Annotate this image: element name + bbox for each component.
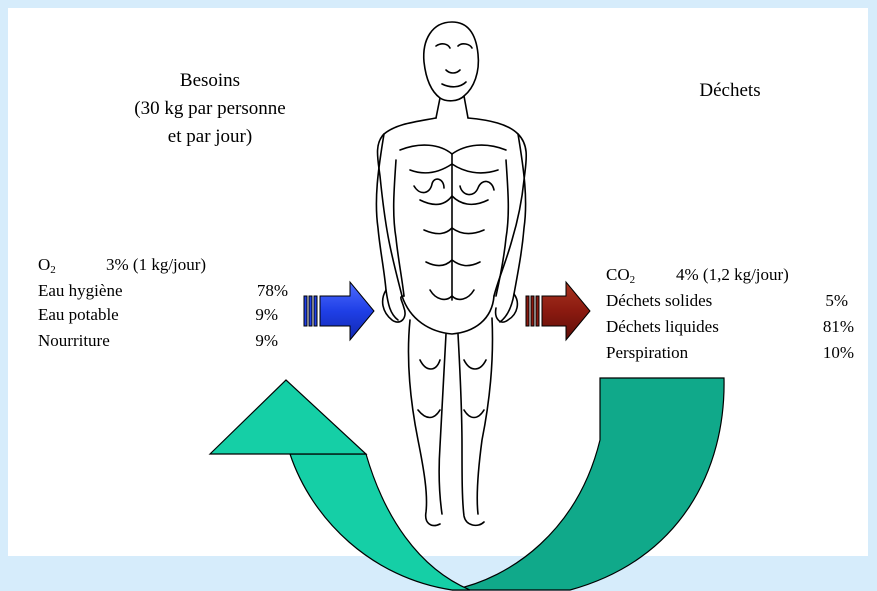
input-arrow [304, 282, 374, 340]
dechets-item-value: 81% [823, 316, 854, 338]
o2-formula: O2 [38, 254, 56, 281]
co2-formula: CO2 [606, 264, 635, 291]
besoins-item-value: 78% [257, 280, 288, 302]
besoins-subtitle-line2: et par jour) [100, 126, 320, 148]
dechets-item-label: Déchets solides [606, 290, 712, 312]
besoins-item-value: 9% [255, 304, 278, 326]
o2-value: 3% (1 kg/jour) [106, 254, 206, 276]
list-item: Perspiration 10% [606, 342, 854, 364]
list-item: Déchets liquides 81% [606, 316, 854, 338]
list-item: Nourriture 9% [38, 330, 278, 352]
co2-value: 4% (1,2 kg/jour) [676, 264, 789, 286]
human-figure [376, 22, 526, 526]
besoins-item-label: Eau potable [38, 304, 119, 326]
besoins-item-value: 9% [255, 330, 278, 352]
o2-row: O2 3% (1 kg/jour) [38, 254, 298, 276]
list-item: Eau potable 9% [38, 304, 278, 326]
dechets-item-value: 10% [823, 342, 854, 364]
dechets-item-label: Déchets liquides [606, 316, 719, 338]
dechets-item-label: Perspiration [606, 342, 688, 364]
besoins-subtitle-line1: (30 kg par personne [100, 98, 320, 120]
output-arrow [526, 282, 590, 340]
list-item: Eau hygiène 78% [38, 280, 288, 302]
dechets-item-value: 5% [825, 290, 848, 312]
besoins-title: Besoins [100, 70, 320, 92]
besoins-item-label: Eau hygiène [38, 280, 123, 302]
besoins-item-label: Nourriture [38, 330, 110, 352]
co2-row: CO2 4% (1,2 kg/jour) [606, 264, 866, 286]
recycle-arrow [210, 378, 724, 590]
list-item: Déchets solides 5% [606, 290, 848, 312]
dechets-title: Déchets [650, 80, 810, 102]
